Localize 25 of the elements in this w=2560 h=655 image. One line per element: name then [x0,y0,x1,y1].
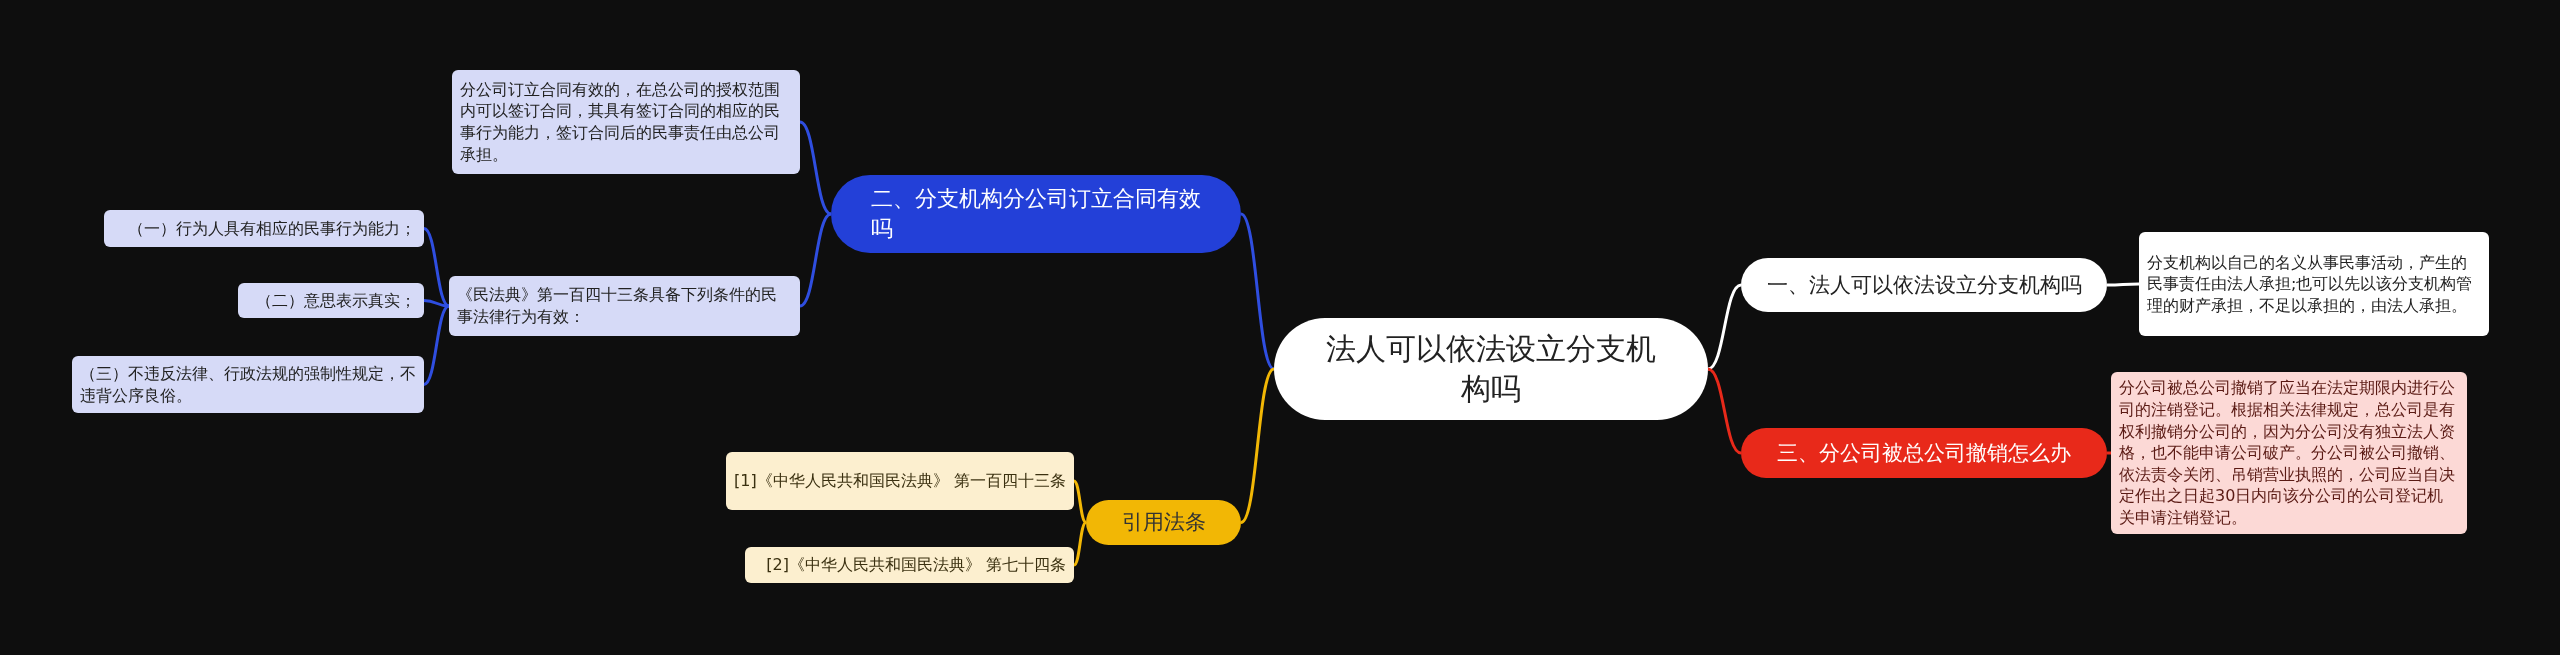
connector-line [1072,521,1088,567]
note-box: [2]《中华人民共和国民法典》 第七十四条 [745,547,1074,583]
connector-line [1240,212,1275,371]
connector-line [799,120,832,216]
connector-line [1707,367,1742,455]
connector-line [2107,282,2139,287]
connector-line [423,304,450,386]
topic-pill: 二、分支机构分公司订立合同有效吗 [831,175,1241,253]
connector-line [1707,283,1742,371]
note-box: 《民法典》第一百四十三条具备下列条件的民事法律行为有效： [449,276,800,336]
note-box: （三）不违反法律、行政法规的强制性规定，不违背公序良俗。 [72,356,424,413]
connector-line [799,212,832,308]
topic-pill: 一、法人可以依法设立分支机构吗 [1741,258,2107,312]
note-box: [1]《中华人民共和国民法典》 第一百四十三条 [726,452,1074,510]
connector-line [2107,451,2111,455]
topic-pill: 三、分公司被总公司撤销怎么办 [1741,428,2107,478]
note-box: （一）行为人具有相应的民事行为能力； [104,210,424,247]
note-box: 分公司订立合同有效的，在总公司的授权范围内可以签订合同，其具有签订合同的相应的民事行为能力，签订合同后的民事责任由总公司承担。 [452,70,800,174]
central-topic: 法人可以依法设立分支机构吗 [1274,318,1708,420]
note-box: 分公司被总公司撤销了应当在法定期限内进行公司的注销登记。根据相关法律规定，总公司是有权利撤销分公司的，因为分公司没有独立法人资格，也不能申请公司破产。分公司被公司撤销、依法责令关闭、吊销营业执照的，公司应当自决定作出之日起30日内向该分公司的公司登记机关申请注销登记。 [2111,372,2467,534]
note-box: 分支机构以自己的名义从事民事活动，产生的民事责任由法人承担;也可以先以该分支机构管理的财产承担，不足以承担的，由法人承担。 [2139,232,2489,336]
connector-line [1240,367,1275,524]
topic-pill: 引用法条 [1086,500,1241,545]
note-box: （二）意思表示真实； [238,283,424,318]
connector-line [1072,479,1088,524]
